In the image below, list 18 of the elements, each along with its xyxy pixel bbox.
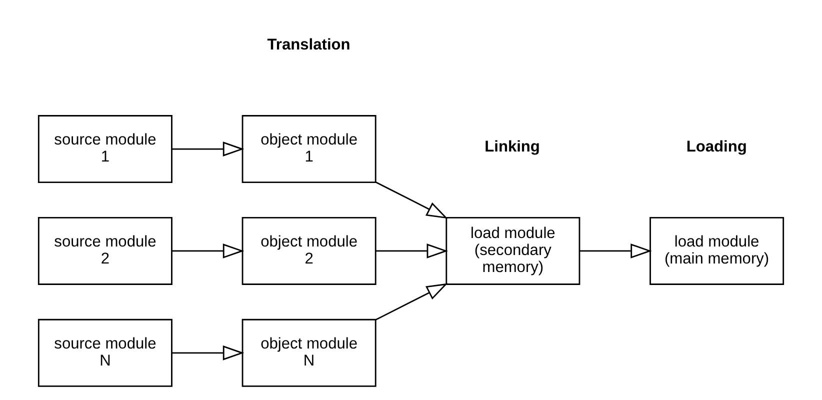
node-box: source module 1: [38, 115, 172, 184]
label: Linking: [484, 138, 540, 156]
arrow: [172, 345, 244, 360]
node-box: load module (main memory): [650, 216, 784, 285]
node-box: object module N: [242, 318, 376, 387]
arrow: [375, 182, 448, 219]
arrow: [580, 244, 652, 258]
node-box: source module 2: [38, 216, 172, 285]
arrow: [172, 244, 244, 258]
label: Loading: [686, 138, 747, 156]
arrow: [375, 283, 448, 320]
label: Translation: [267, 36, 350, 54]
node-box: object module 2: [242, 216, 376, 285]
node-box: object module 1: [242, 115, 376, 184]
arrow: [376, 244, 448, 258]
arrow: [172, 142, 244, 156]
node-box: load module (secondary memory): [446, 216, 580, 285]
node-box: source module N: [38, 318, 172, 387]
